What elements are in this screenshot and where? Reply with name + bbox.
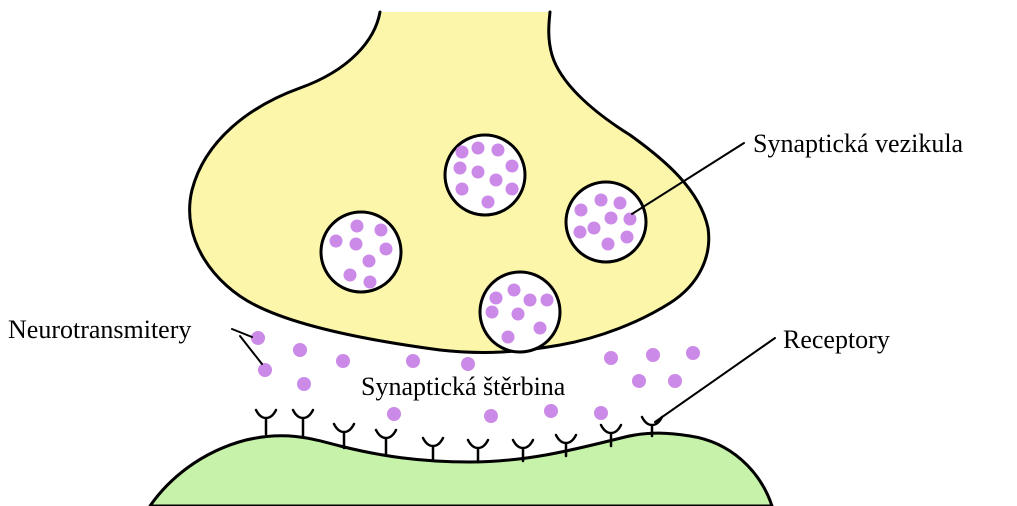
neurotransmitter-dot	[574, 226, 587, 239]
neurotransmitter-dot	[621, 231, 634, 244]
receptor	[376, 430, 396, 454]
neurotransmitter-dot	[506, 160, 519, 173]
neurotransmitter-dot	[363, 255, 376, 268]
neurotransmitter-dot	[646, 348, 660, 362]
neurotransmitter-dot	[456, 146, 469, 159]
neurotransmitter-dot	[605, 212, 618, 225]
receptor	[256, 410, 276, 434]
neurotransmitter-dot	[624, 213, 637, 226]
neurotransmitter-dot	[482, 196, 495, 209]
neurotransmitter-dot	[472, 166, 485, 179]
neurotransmitter-dot	[461, 357, 475, 371]
vesicle-1	[445, 135, 525, 215]
postsynaptic-neuron	[150, 433, 772, 506]
neurotransmitter-dot	[344, 269, 357, 282]
neurotransmitter-dot	[508, 284, 521, 297]
vesicle-4	[480, 272, 560, 352]
label-synaptic-vesicle: Synaptická vezikula	[753, 129, 964, 158]
neurotransmitter-dot	[492, 144, 505, 157]
neurotransmitter-dot	[490, 292, 503, 305]
neurotransmitter-dot	[588, 222, 601, 235]
neurotransmitter-dot	[632, 374, 646, 388]
neurotransmitter-dot	[454, 162, 467, 175]
neurotransmitter-dot	[502, 331, 515, 344]
neurotransmitter-dot	[406, 354, 420, 368]
neurotransmitter-dot	[544, 404, 558, 418]
neurotransmitter-dot	[686, 346, 700, 360]
neurotransmitter-dot	[490, 174, 503, 187]
neurotransmitter-dot	[293, 343, 307, 357]
neurotransmitter-dot	[614, 197, 627, 210]
neurotransmitter-dot	[484, 409, 498, 423]
neurotransmitter-dot	[330, 235, 343, 248]
neurotransmitter-dot	[604, 351, 618, 365]
neurotransmitter-dot	[506, 183, 519, 196]
neurotransmitter-dot	[575, 204, 588, 217]
neurotransmitter-dot	[351, 220, 364, 233]
neurotransmitter-dot	[594, 406, 608, 420]
neurotransmitter-dot	[668, 374, 682, 388]
neurotransmitter-dot	[258, 363, 272, 377]
vesicle-2	[321, 212, 401, 292]
neurotransmitter-dot	[364, 276, 377, 289]
neurotransmitter-dot	[602, 238, 615, 251]
neurotransmitter-dot	[251, 331, 265, 345]
neurotransmitter-dot	[350, 238, 363, 251]
label-receptors: Receptory	[783, 325, 890, 354]
neurotransmitter-dot	[456, 183, 469, 196]
label-neurotransmitters: Neurotransmitery	[8, 315, 191, 344]
neurotransmitter-dot	[375, 224, 388, 237]
receptor	[293, 410, 313, 437]
neurotransmitter-dot	[380, 243, 393, 256]
receptor	[468, 440, 488, 462]
neurotransmitter-dot	[512, 308, 525, 321]
neurotransmitter-dot	[541, 294, 554, 307]
neurotransmitter-dot	[486, 306, 499, 319]
neurotransmitter-dot	[472, 142, 485, 155]
neurotransmitter-dot	[534, 322, 547, 335]
neurotransmitter-dot	[336, 354, 350, 368]
neurotransmitter-dot	[524, 294, 537, 307]
neurotransmitter-dot	[595, 194, 608, 207]
neurotransmitter-dot	[297, 377, 311, 391]
label-synaptic-cleft: Synaptická štěrbina	[361, 372, 566, 401]
receptor	[423, 438, 443, 459]
neurotransmitter-dot	[387, 407, 401, 421]
vesicle-3	[566, 182, 646, 262]
